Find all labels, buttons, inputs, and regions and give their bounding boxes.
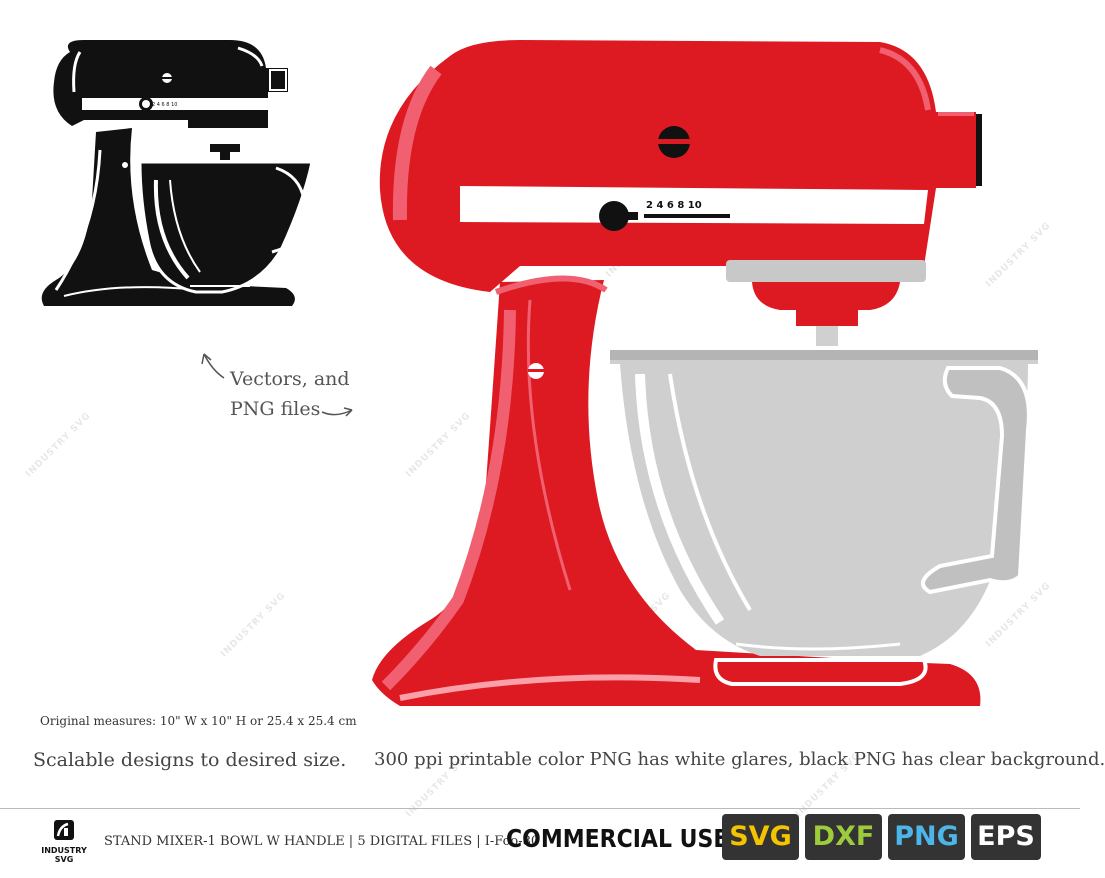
speed-dial-small: 2 4 6 8 10	[152, 102, 177, 108]
format-badge-eps: EPS	[971, 814, 1041, 860]
brand-icon	[54, 820, 74, 840]
format-badge-dxf: DXF	[805, 814, 882, 860]
brand-logo: INDUSTRY SVG	[38, 818, 90, 864]
footer-divider	[0, 808, 1080, 809]
annotation-arrows	[201, 353, 353, 417]
format-badge-png: PNG	[888, 814, 965, 860]
product-listing-image: INDUSTRY SVG INDUSTRY SVG INDUSTRY SVG I…	[0, 40, 1105, 864]
brand-name-line2: SVG	[54, 855, 74, 864]
commercial-use-label: COMMERCIAL USE	[506, 824, 729, 853]
format-badge-svg: SVG	[722, 814, 799, 860]
ppi-note-text: 300 ppi printable color PNG has white gl…	[374, 749, 1105, 770]
vectors-annotation: Vectors, and PNG files	[230, 364, 350, 424]
vectors-annotation-line2: PNG files	[230, 398, 321, 420]
red-mixer-illustration: 2 4 6 8 10	[372, 40, 1038, 706]
watermark: INDUSTRY SVG	[219, 590, 288, 660]
scalable-text: Scalable designs to desired size.	[33, 749, 347, 771]
vectors-annotation-line1: Vectors, and	[230, 368, 350, 390]
original-measures-text: Original measures: 10" W x 10" H or 25.4…	[40, 714, 357, 728]
brand-name-line1: INDUSTRY	[41, 846, 87, 855]
product-description: STAND MIXER-1 BOWL W HANDLE | 5 DIGITAL …	[104, 834, 540, 849]
speed-dial: 2 4 6 8 10	[646, 200, 702, 211]
black-mixer-illustration: 2 4 6 8 10	[41, 40, 314, 306]
